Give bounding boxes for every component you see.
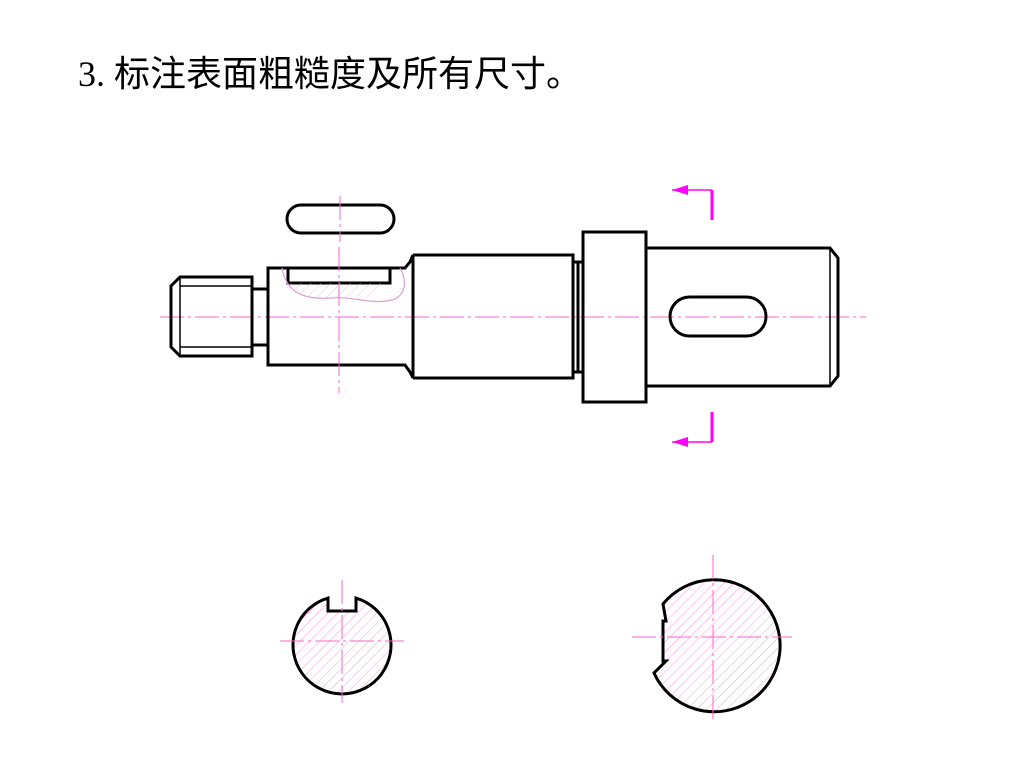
section-marker bbox=[672, 185, 714, 447]
middle-section bbox=[413, 253, 575, 380]
neck bbox=[252, 287, 268, 347]
threaded-end bbox=[169, 275, 254, 358]
cross-section-small bbox=[280, 580, 404, 703]
exercise-title: 3. 标注表面粗糙度及所有尺寸。 bbox=[78, 54, 583, 94]
keyway-step bbox=[266, 247, 415, 393]
cross-section-large bbox=[632, 555, 792, 720]
right-shaft bbox=[646, 246, 840, 388]
relief bbox=[573, 260, 583, 374]
collar bbox=[581, 230, 648, 404]
key-part bbox=[285, 196, 396, 242]
